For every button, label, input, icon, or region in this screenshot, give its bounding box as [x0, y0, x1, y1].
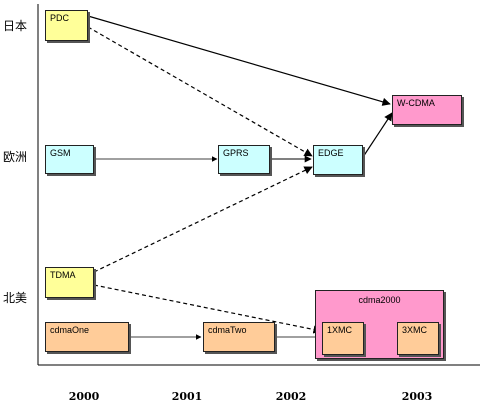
node-1xmc: 1XMC [322, 322, 364, 355]
cdma2000-group-label: cdma2000 [358, 295, 401, 305]
node-gsm: GSM [45, 145, 94, 174]
edge-tdma-edge [93, 166, 313, 273]
year-2002: 2002 [275, 390, 307, 403]
edge-edge-wcdma [362, 112, 393, 158]
node-gprs: GPRS [218, 145, 270, 174]
node-3xmc: 3XMC [397, 322, 439, 355]
edge-pdc-wcdma [87, 15, 391, 106]
edge-tdma-1xmc [93, 284, 322, 334]
node-edge: EDGE [313, 145, 363, 175]
year-2003: 2003 [401, 390, 433, 403]
node-wcdma: W-CDMA [392, 95, 462, 125]
node-cdmatwo: cdmaTwo [203, 322, 275, 352]
region-europe: 欧洲 [3, 150, 28, 164]
node-cdmaone: cdmaOne [45, 322, 129, 352]
node-tdma: TDMA [45, 267, 94, 298]
region-japan: 日本 [3, 19, 28, 33]
year-2000: 2000 [68, 390, 100, 403]
node-pdc: PDC [45, 10, 88, 41]
edge-pdc-edge [87, 26, 313, 157]
year-2001: 2001 [171, 390, 203, 403]
region-north-america: 北美 [3, 291, 28, 305]
